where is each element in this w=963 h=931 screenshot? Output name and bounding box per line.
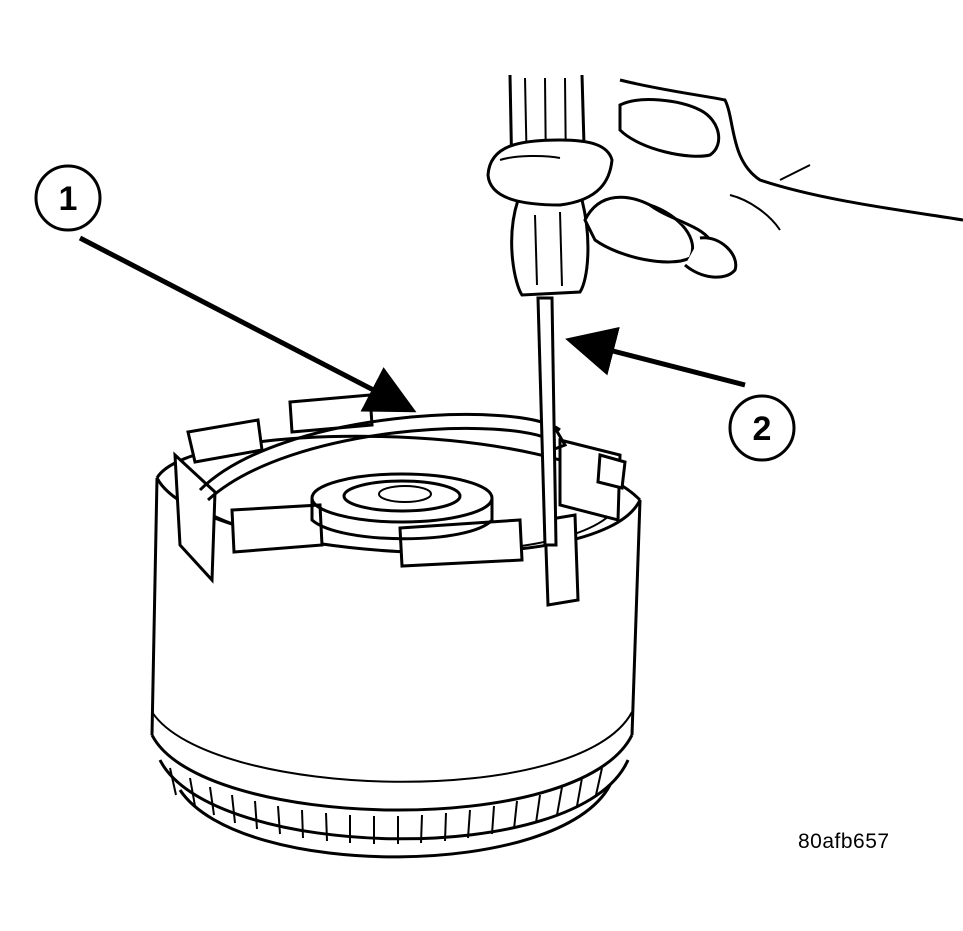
callout-2: 2 (728, 394, 796, 462)
callout-2-number: 2 (753, 410, 772, 448)
leader-line-2 (565, 326, 746, 388)
gear-teeth (169, 767, 603, 844)
figure-code-label: 80afb657 (798, 830, 890, 853)
drum-tabs (173, 393, 627, 607)
center-hub (310, 472, 494, 541)
callout-1: 1 (34, 164, 102, 232)
snap-ring (198, 412, 568, 502)
leader-line-1 (78, 235, 417, 413)
hand (486, 78, 963, 279)
leader-lines (78, 235, 746, 413)
callout-1-number: 1 (59, 180, 78, 218)
